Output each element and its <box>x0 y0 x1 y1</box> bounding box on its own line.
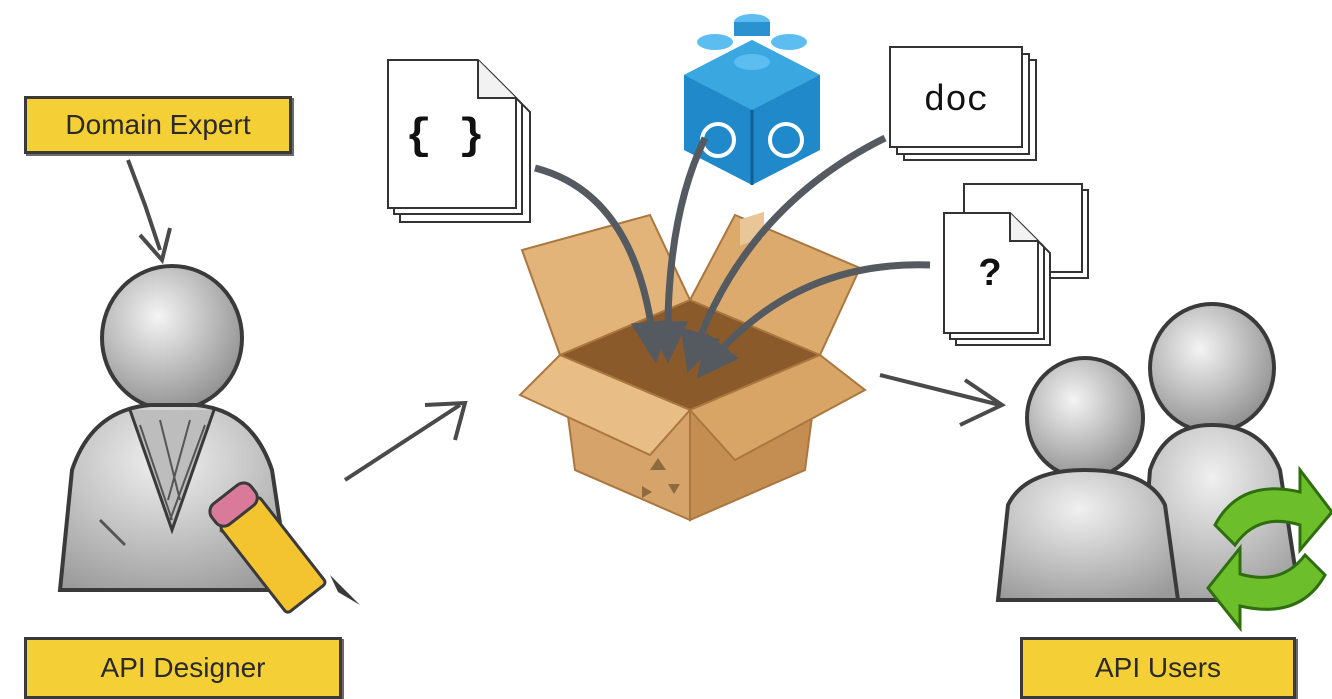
doc-to-box-arrow <box>680 134 887 373</box>
api-users-label: API Users <box>1020 637 1296 699</box>
refresh-arrows-icon <box>1206 465 1332 633</box>
json-symbol-text: { } <box>405 112 484 162</box>
api-users-text: API Users <box>1094 652 1222 683</box>
recycle-icon <box>642 458 680 498</box>
question-to-box-arrow <box>696 261 931 379</box>
designer-to-box-arrow <box>343 400 468 482</box>
domain-expert-label: Domain Expert <box>24 96 292 154</box>
pencil-icon <box>208 481 360 614</box>
inputs-to-box-arrows <box>534 134 931 379</box>
brick-to-box-arrow <box>646 136 709 364</box>
lego-brick-icon <box>684 14 820 185</box>
doc-document-icon: doc <box>889 46 1037 161</box>
json-to-box-arrow <box>534 164 673 364</box>
unknown-document-icon: ? <box>943 183 1089 346</box>
cardboard-box-icon <box>518 211 867 522</box>
domain-expert-text: Domain Expert <box>65 109 251 140</box>
json-document-icon: { } <box>387 59 531 223</box>
api-users-figure <box>995 302 1303 602</box>
question-mark-text: ? <box>978 252 1001 294</box>
api-designer-label: API Designer <box>24 637 342 699</box>
api-designer-text: API Designer <box>100 652 266 683</box>
doc-text: doc <box>924 80 989 121</box>
expert-to-designer-arrow <box>126 159 172 265</box>
box-to-users-arrow <box>879 373 1007 427</box>
